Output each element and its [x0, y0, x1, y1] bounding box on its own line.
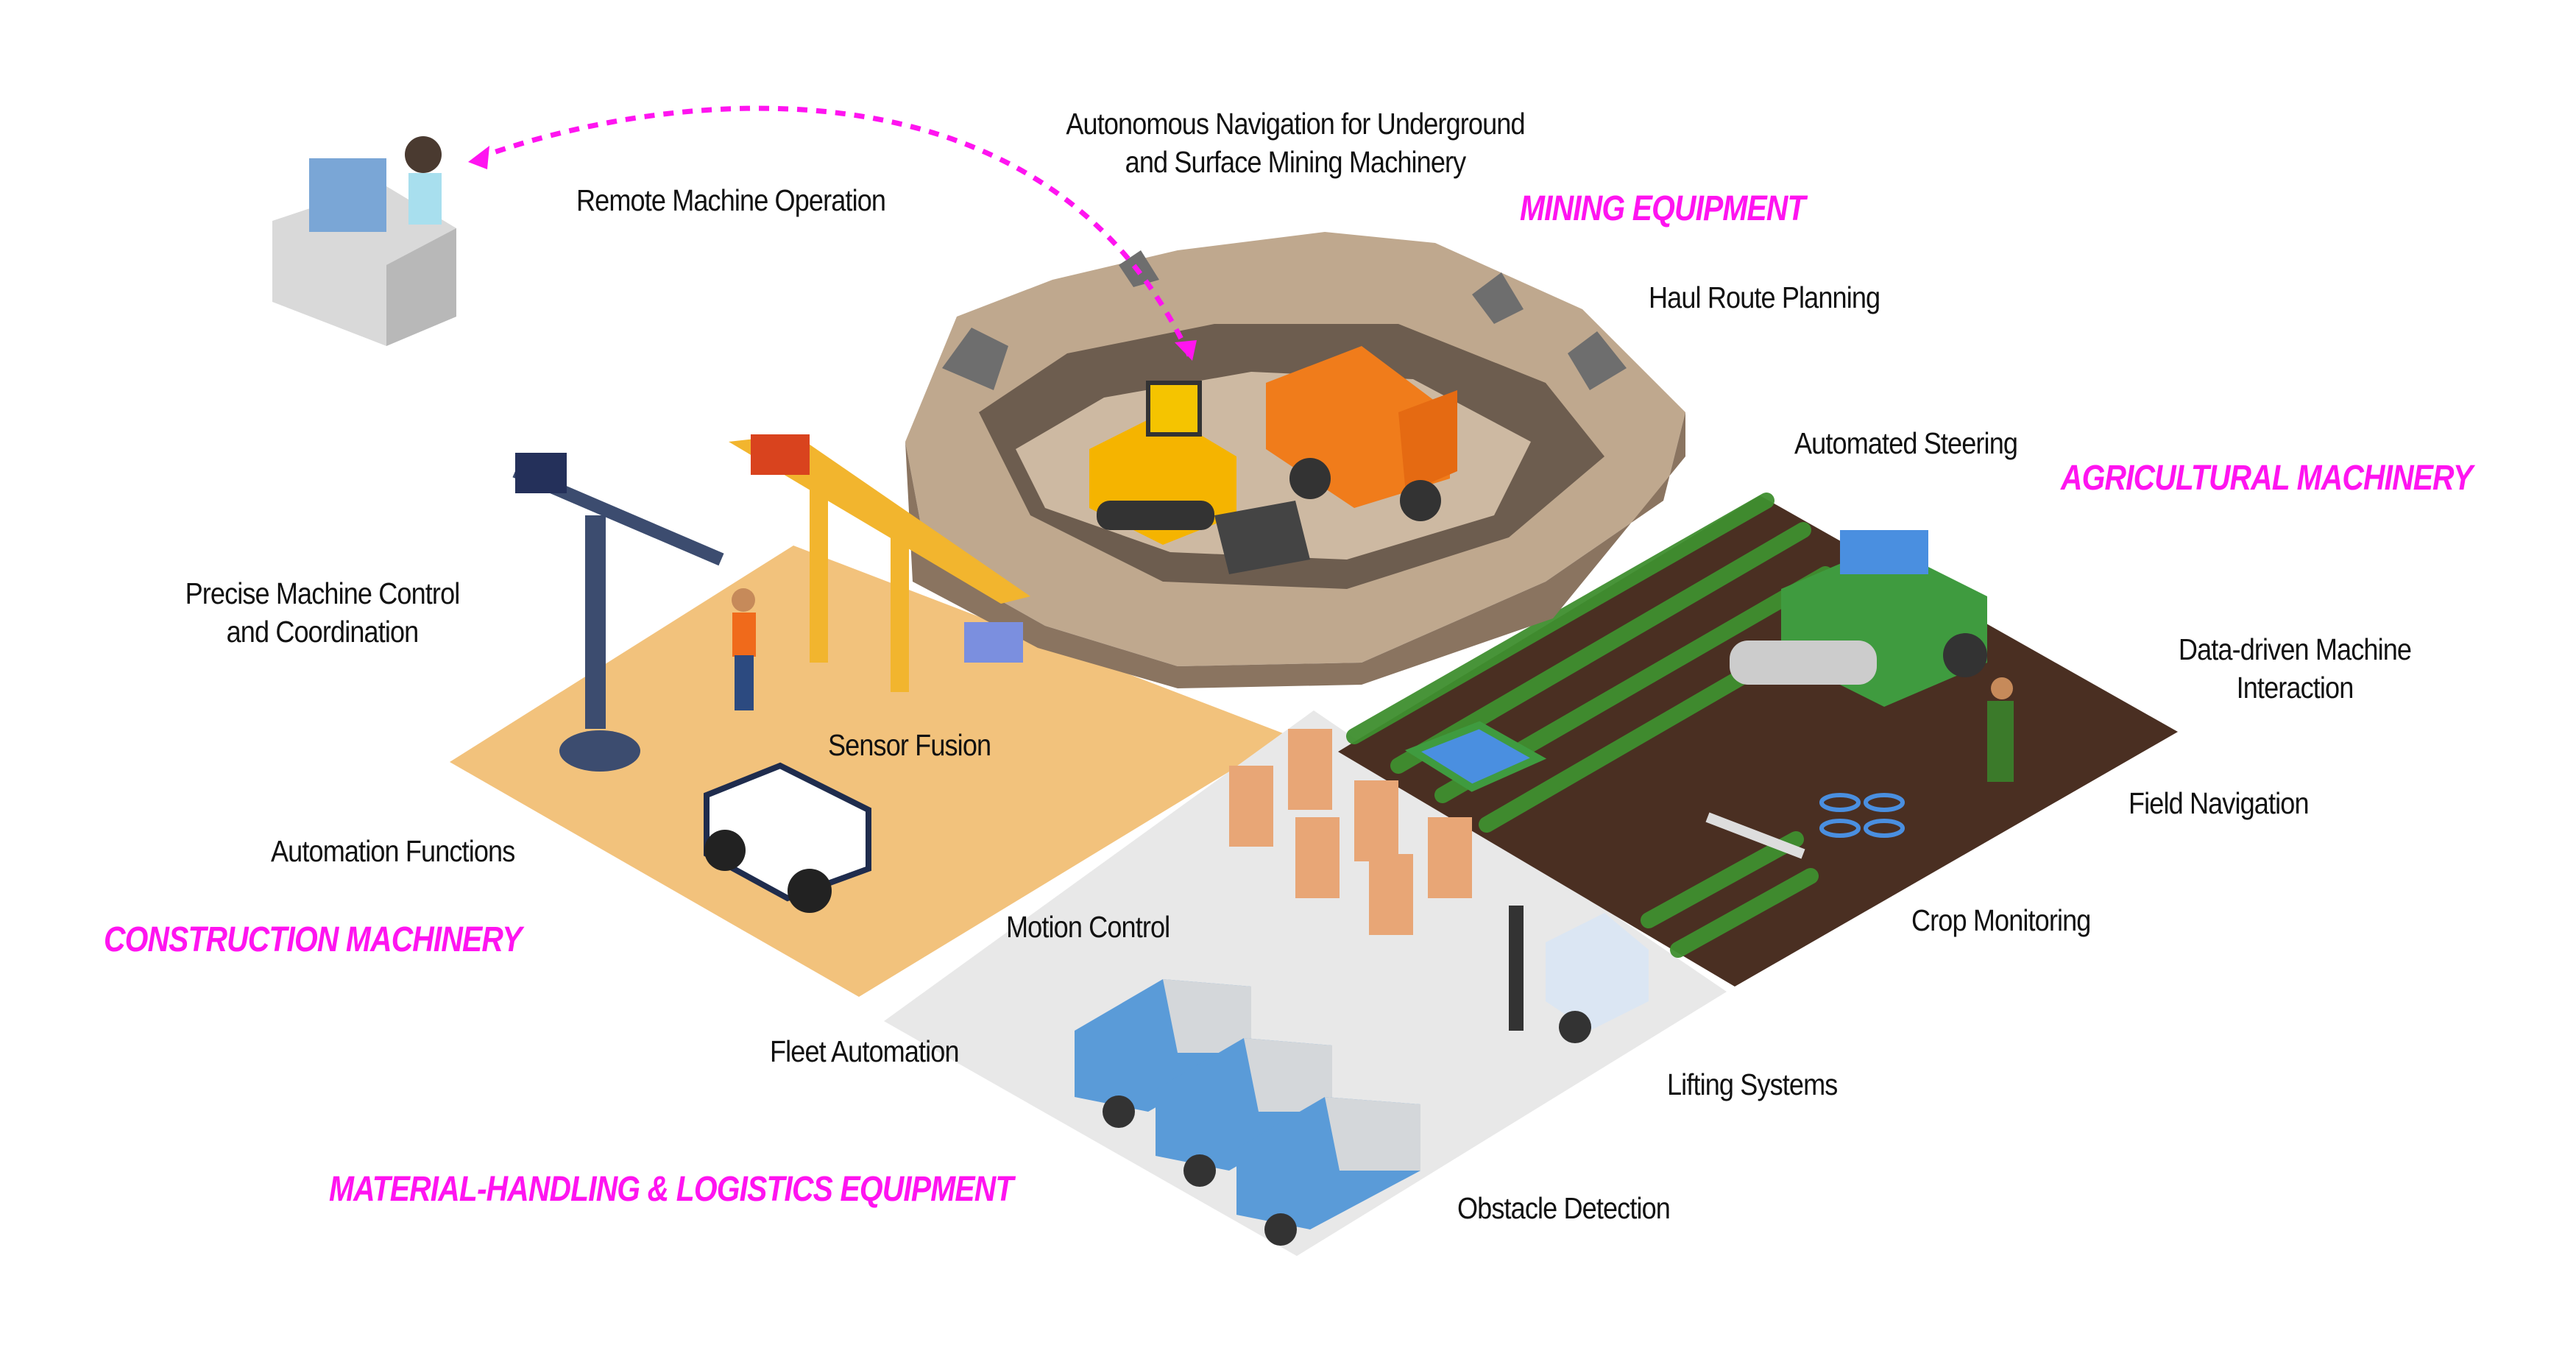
arrowhead-icon: [468, 146, 489, 169]
delivery-trucks: [1075, 979, 1420, 1246]
sprayer: [1705, 812, 1805, 859]
warehouse-racks: [1229, 729, 1472, 935]
field-robot: [1404, 721, 1547, 792]
label-lifting-systems: Lifting Systems: [1667, 1068, 1838, 1101]
arrowhead-icon: [1175, 340, 1197, 361]
tower-crane: [512, 453, 724, 772]
label-sensor-fusion: Sensor Fusion: [828, 728, 991, 762]
category-logistics: MATERIAL-HANDLING & LOGISTICS EQUIPMENT: [329, 1170, 1013, 1209]
wheel-loader: [1089, 381, 1310, 574]
label-obstacle-detection: Obstacle Detection: [1457, 1191, 1671, 1225]
label-crop-monitoring: Crop Monitoring: [1911, 903, 2091, 937]
label-haul-route: Haul Route Planning: [1649, 280, 1880, 314]
worker: [732, 588, 756, 710]
label-field-navigation: Field Navigation: [2129, 786, 2310, 820]
label-automation-functions: Automation Functions: [271, 834, 515, 868]
farmer: [1987, 677, 2014, 782]
gantry-crane: [729, 434, 1030, 692]
remote-operator-workstation: [272, 136, 456, 346]
label-line: and Coordination: [226, 615, 420, 649]
autonomous-tractor: [704, 762, 871, 913]
logistics-tile: [884, 710, 1727, 1256]
label-data-driven: Data-driven Machine Interaction: [2101, 630, 2489, 707]
label-automated-steering: Automated Steering: [1794, 426, 2018, 460]
forklift: [1509, 906, 1649, 1043]
dump-truck: [1266, 346, 1457, 521]
label-line: Interaction: [2236, 671, 2354, 705]
label-line: Data-driven Machine: [2178, 632, 2412, 666]
harvester: [1730, 530, 1987, 707]
drone: [1819, 793, 1905, 838]
category-agricultural: AGRICULTURAL MACHINERY: [2061, 459, 2473, 498]
category-mining: MINING EQUIPMENT: [1520, 189, 1805, 228]
label-line: Precise Machine Control: [185, 576, 461, 610]
label-motion-control: Motion Control: [1006, 910, 1170, 944]
label-remote-operation: Remote Machine Operation: [576, 183, 886, 217]
category-construction: CONSTRUCTION MACHINERY: [104, 920, 522, 959]
label-line: Autonomous Navigation for Underground: [1066, 107, 1525, 141]
label-line: and Surface Mining Machinery: [1125, 145, 1467, 179]
label-autonomous-navigation: Autonomous Navigation for Underground an…: [1062, 105, 1529, 181]
remote-link-arrow: [470, 105, 1192, 357]
label-fleet-automation: Fleet Automation: [770, 1034, 960, 1068]
label-precise-control: Precise Machine Control and Coordination: [128, 574, 517, 651]
